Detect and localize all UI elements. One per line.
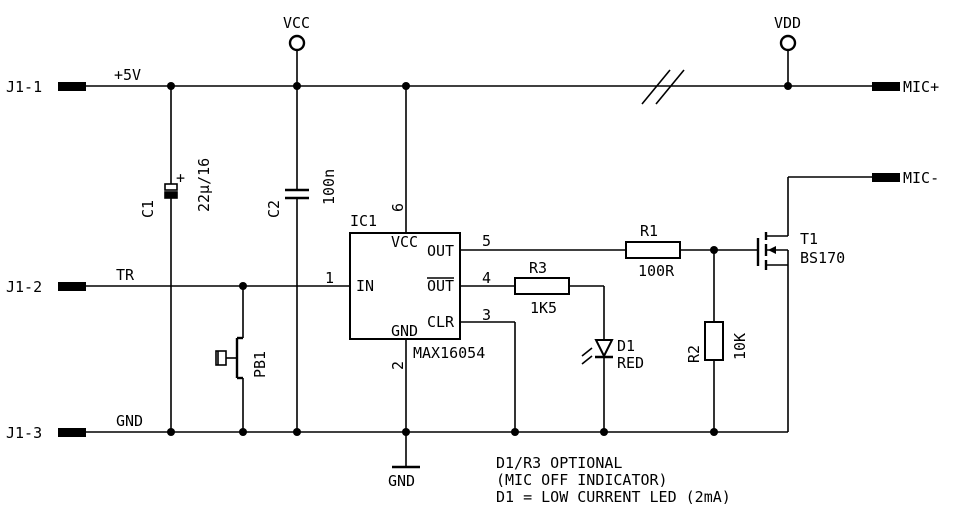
pushbutton-pb1: PB1 [215, 286, 269, 432]
capacitor-c1-polarity: + [176, 169, 185, 187]
capacitor-c2-value: 100n [320, 169, 338, 205]
capacitor-c1-value: 22µ/16 [195, 158, 213, 212]
rail-plus5v: +5V [86, 66, 872, 105]
junction-dots [167, 82, 792, 436]
note-line-1: D1/R3 OPTIONAL [496, 454, 622, 472]
note-line-2: (MIC OFF INDICATOR) [496, 471, 668, 489]
net-tr: TR [86, 266, 350, 287]
connector-mic-plus: MIC+ [872, 78, 939, 96]
led-d1-ref: D1 [617, 337, 635, 355]
ic-pin-number-3: 3 [482, 306, 491, 324]
resistor-r1-value: 100R [638, 262, 675, 280]
net-clr [460, 321, 516, 432]
resistor-r2-ref: R2 [685, 345, 703, 363]
supply-vcc-label: VCC [283, 14, 310, 32]
capacitor-c2-ref: C2 [265, 200, 283, 218]
ic-ic1: IC1 MAX16054 VCC IN GND OUT OUT CLR 6 1 … [325, 86, 491, 432]
connector-j1-2: J1-2 [6, 278, 86, 296]
mosfet-t1-ref: T1 [800, 230, 818, 248]
ic-pin-number-5: 5 [482, 232, 491, 250]
ic-pin-number-4: 4 [482, 269, 491, 287]
connector-j1-2-label: J1-2 [6, 278, 42, 296]
note-line-3: D1 = LOW CURRENT LED (2mA) [496, 488, 731, 506]
mosfet-t1-value: BS170 [800, 249, 845, 267]
connector-mic-minus: MIC- [872, 169, 939, 187]
resistor-r2-value: 10K [731, 333, 749, 360]
pushbutton-pb1-ref: PB1 [251, 351, 269, 378]
ic-pin-label-vcc: VCC [391, 233, 418, 251]
ic-pin-label-clr: CLR [427, 313, 455, 331]
connector-mic-minus-label: MIC- [903, 169, 939, 187]
supply-vcc: VCC [283, 14, 310, 86]
net-label-plus5v: +5V [114, 66, 141, 84]
net-label-gnd: GND [116, 412, 143, 430]
connector-j1-3-label: J1-3 [6, 424, 42, 442]
resistor-r3: R3 1K5 [460, 259, 604, 317]
connector-j1-1: J1-1 [6, 78, 86, 96]
ground-symbol-label: GND [388, 472, 415, 490]
ic-pin-number-1: 1 [325, 269, 334, 287]
ic-ic1-ref: IC1 [350, 212, 377, 230]
led-d1-value: RED [617, 354, 644, 372]
ic-ic1-part: MAX16054 [413, 344, 485, 362]
resistor-r2: R2 10K [685, 250, 749, 432]
ic-pin-number-2: 2 [389, 361, 407, 370]
led-d1: D1 RED [581, 286, 644, 432]
rail-gnd: GND [86, 412, 788, 433]
ic-pin-label-out-bar: OUT [427, 277, 454, 295]
resistor-r3-value: 1K5 [530, 299, 557, 317]
connector-j1-1-label: J1-1 [6, 78, 42, 96]
capacitor-c2: C2 100n [265, 86, 338, 432]
resistor-r1: R1 100R [460, 222, 758, 280]
resistor-r3-ref: R3 [529, 259, 547, 277]
supply-vdd-label: VDD [774, 14, 801, 32]
ic-pin-label-in: IN [356, 277, 374, 295]
ic-pin-number-6: 6 [389, 203, 407, 212]
resistor-r1-ref: R1 [640, 222, 658, 240]
capacitor-c1-ref: C1 [139, 200, 157, 218]
ground-symbol: GND [388, 432, 420, 490]
connector-mic-plus-label: MIC+ [903, 78, 939, 96]
notes: D1/R3 OPTIONAL (MIC OFF INDICATOR) D1 = … [496, 454, 731, 506]
capacitor-c1: + C1 22µ/16 [139, 86, 213, 432]
mosfet-t1: T1 BS170 [756, 176, 872, 432]
connector-j1-3: J1-3 [6, 424, 86, 442]
supply-vdd: VDD [774, 14, 801, 86]
ic-pin-label-out: OUT [427, 242, 454, 260]
net-label-tr: TR [116, 266, 135, 284]
ic-pin-label-gnd: GND [391, 322, 418, 340]
